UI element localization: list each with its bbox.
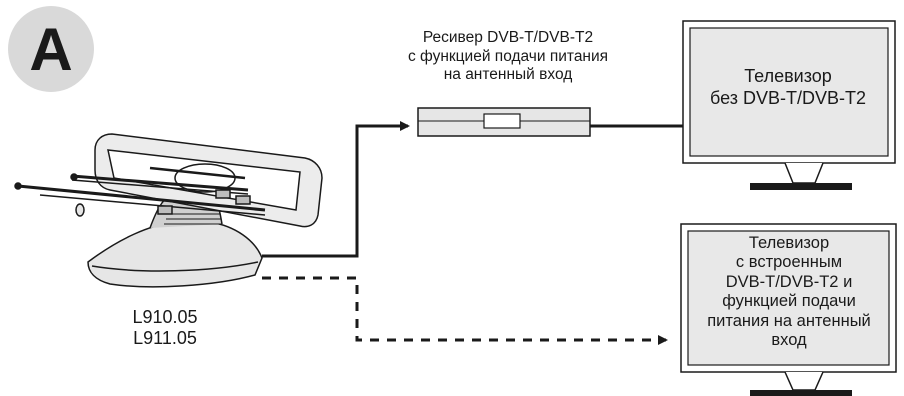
receiver-label-line: на антенный вход <box>443 66 573 84</box>
tv-without-dvb <box>682 20 896 190</box>
receiver-label: Ресивер DVB-T/DVB-T2 с функцией подачи п… <box>378 29 638 85</box>
tv-label-line: Телевизор <box>744 66 832 86</box>
antenna-model-label: L910.05 L911.05 <box>110 307 220 348</box>
tv-with-dvb <box>680 223 897 396</box>
tv-label-line: Телевизор <box>748 234 830 252</box>
badge-circle <box>8 6 94 92</box>
antenna-base <box>87 221 263 288</box>
tv-label-line: DVB-T/DVB-T2 и <box>725 272 853 291</box>
badge-letter: A <box>29 15 73 83</box>
tv-label-line: вход <box>771 331 807 350</box>
tv-label-line: с встроенным <box>735 253 843 272</box>
tv-without-dvb-label: Телевизор без DVB-T/DVB-T2 <box>690 66 886 109</box>
tv-with-dvb-label: Телевизор с встроенным DVB-T/DVB-T2 и фу… <box>688 234 890 351</box>
antenna-model-line: L911.05 <box>133 327 197 348</box>
receiver-box <box>417 107 591 137</box>
antenna-model-line: L910.05 <box>132 307 198 327</box>
tv-label-line: функцией подачи <box>722 292 856 311</box>
receiver-label-line: Ресивер DVB-T/DVB-T2 <box>422 29 594 46</box>
antenna-illustration <box>14 133 323 288</box>
cable-to-receiver <box>262 121 410 258</box>
receiver-label-line: с функцией подачи питания <box>407 47 609 65</box>
tv-label-line: без DVB-T/DVB-T2 <box>710 87 866 108</box>
cable-to-tv-with-dvb <box>262 276 668 345</box>
tv-label-line: питания на антенный <box>707 311 871 330</box>
